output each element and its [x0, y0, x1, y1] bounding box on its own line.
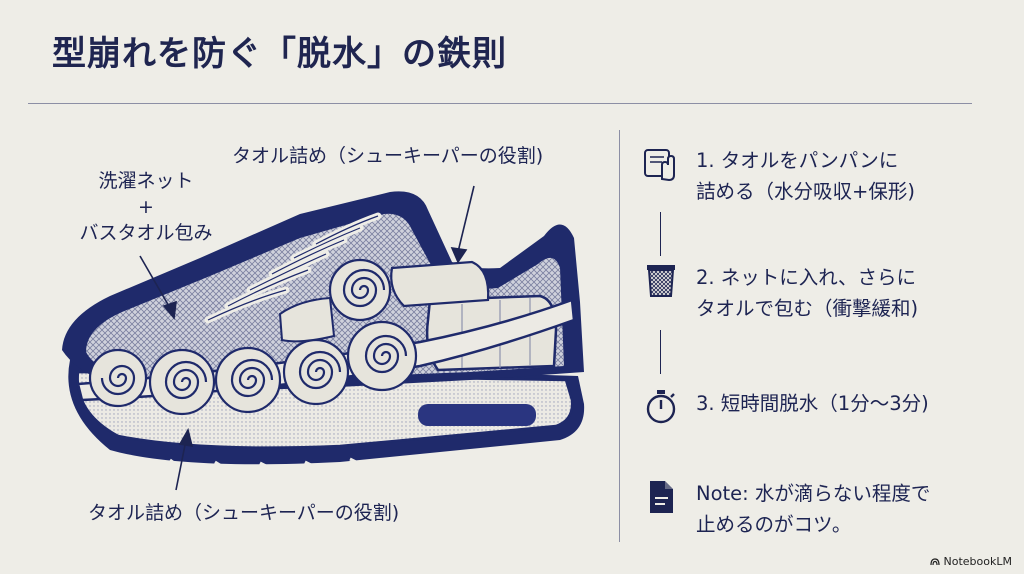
callout-left-label: 洗濯ネット + バスタオル包み — [64, 168, 228, 246]
callout-left-line3: バスタオル包み — [79, 222, 213, 244]
shoe-air-unit — [418, 404, 536, 426]
callout-left-line2: + — [138, 196, 154, 218]
step-1-line2: 詰める（水分吸収+保形) — [696, 180, 915, 203]
page-title: 型崩れを防ぐ「脱水」の鉄則 — [52, 34, 507, 74]
laundry-net-icon — [647, 265, 675, 297]
step-3-line1: 3. 短時間脱水（1分〜3分) — [696, 392, 929, 415]
stopwatch-icon — [646, 390, 676, 424]
step-3: 3. 短時間脱水（1分〜3分) — [642, 388, 929, 426]
callout-left-line1: 洗濯ネット — [98, 170, 194, 192]
column-divider — [619, 130, 620, 542]
step-2-line2: タオルで包む（衝撃緩和) — [696, 297, 919, 320]
step-1: 1. タオルをパンパンに 詰める（水分吸収+保形) — [642, 145, 915, 207]
step-connector-2 — [660, 330, 661, 374]
callout-bottom-label: タオル詰め（シューキーパーの役割) — [88, 502, 400, 524]
document-icon — [650, 481, 673, 513]
step-2: 2. ネットに入れ、さらに タオルで包む（衝撃緩和) — [642, 262, 918, 324]
shoe-tread — [129, 454, 359, 469]
step-1-line1: 1. タオルをパンパンに — [696, 149, 899, 172]
note-line2: 止めるのがコツ。 — [696, 513, 852, 536]
note: Note: 水が滴らない程度で 止めるのがコツ。 — [642, 478, 930, 540]
brand-mark: NotebookLM — [929, 555, 1012, 568]
title-divider — [28, 103, 972, 104]
step-2-line1: 2. ネットに入れ、さらに — [696, 266, 916, 289]
towel-rolls — [88, 258, 418, 416]
note-line1: Note: 水が滴らない程度で — [696, 482, 931, 505]
callout-arrows — [139, 185, 475, 491]
hand-towel-icon — [644, 149, 675, 182]
brand-logo-icon — [929, 557, 940, 565]
step-connector-1 — [660, 212, 661, 256]
callout-top-label: タオル詰め（シューキーパーの役割) — [232, 145, 544, 167]
sneaker-illustration — [62, 185, 585, 491]
collar-towel — [390, 260, 490, 308]
brand-label: NotebookLM — [943, 555, 1012, 568]
